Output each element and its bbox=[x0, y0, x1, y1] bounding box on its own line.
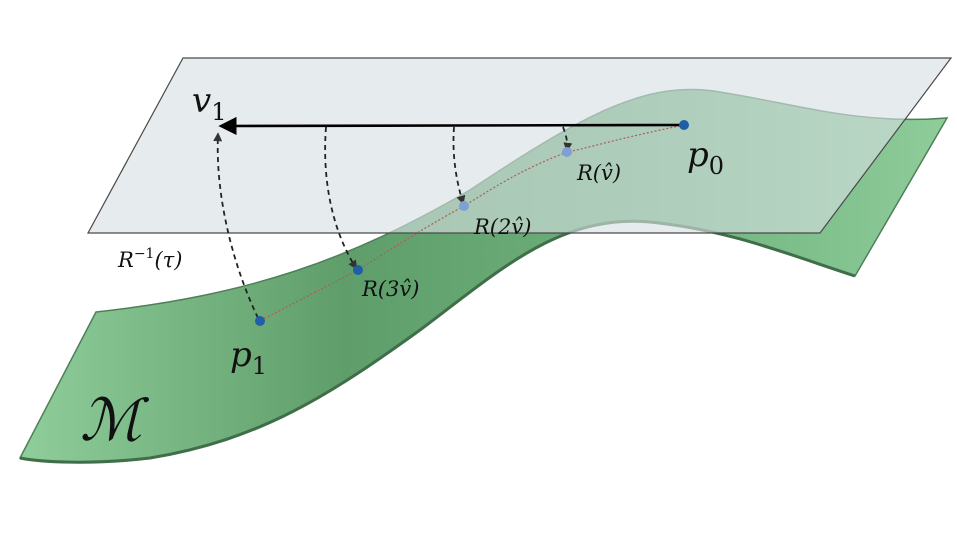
label-r-3v: R(3v̂) bbox=[361, 277, 419, 301]
dashed-arrow-r-3v bbox=[324, 126, 357, 270]
label-v1-sub: 1 bbox=[211, 98, 226, 126]
label-r-inverse-sup: −1 bbox=[134, 246, 155, 262]
label-r-inverse: R−1(τ) bbox=[117, 246, 182, 272]
label-r-2v: R(2v̂) bbox=[473, 215, 531, 239]
tangent-plane bbox=[86, 57, 953, 234]
label-p1-base: p bbox=[230, 335, 252, 375]
label-p0: p0 bbox=[687, 135, 724, 180]
dashed-arrow-inverse-retraction bbox=[213, 132, 259, 319]
point-r-3v bbox=[353, 265, 363, 275]
label-r-v: R(v̂) bbox=[576, 161, 621, 185]
point-p1 bbox=[255, 316, 265, 326]
dashed-arrow-r-2v bbox=[452, 126, 466, 205]
label-v1: v1 bbox=[192, 81, 227, 126]
label-p0-base: p bbox=[687, 135, 709, 175]
label-manifold: ℳ bbox=[80, 386, 150, 454]
point-r-v bbox=[562, 147, 572, 157]
label-p1-sub: 1 bbox=[252, 352, 267, 380]
label-p0-sub: 0 bbox=[709, 152, 724, 180]
point-r-2v bbox=[459, 201, 469, 211]
label-p1: p1 bbox=[230, 335, 267, 380]
label-r-inverse-base: R bbox=[117, 248, 134, 272]
tangent-vector-arrow bbox=[218, 116, 685, 136]
point-p0 bbox=[679, 120, 689, 130]
label-r-inverse-rest: (τ) bbox=[154, 248, 182, 272]
label-v1-base: v bbox=[192, 81, 211, 121]
